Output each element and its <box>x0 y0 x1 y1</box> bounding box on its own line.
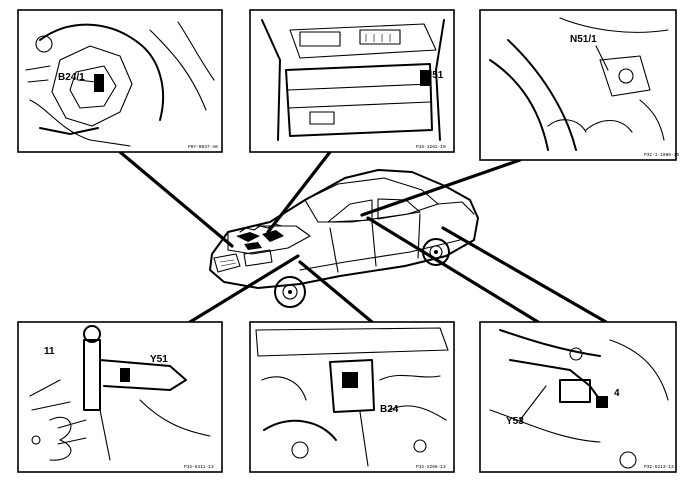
panel-bottom-right: Y53 4 P32-6213-13 <box>479 321 677 473</box>
panel-label: N51 <box>425 70 444 81</box>
panel-label-y51: Y51 <box>150 354 168 365</box>
panel-label-y53: Y53 <box>506 416 524 427</box>
panel-sketch <box>25 21 215 147</box>
panel-top-center: N51 P15-1262-10 <box>249 9 455 153</box>
panel-top-left: B24/1 P07-0037-40 <box>17 9 223 153</box>
car-illustration <box>209 169 479 308</box>
panel-code: P32-1-1060-16 <box>644 152 679 158</box>
panel-frame <box>249 321 455 473</box>
leader-bottom-left <box>188 254 300 324</box>
panel-sketch <box>29 325 211 461</box>
leader-bottom-center <box>298 260 374 324</box>
panel-sketch <box>489 329 669 469</box>
leader-lines <box>118 150 608 324</box>
panel-code: P15-1262-10 <box>416 144 446 150</box>
leader-bottom-right-1 <box>366 216 540 324</box>
panel-label: N51/1 <box>570 34 597 45</box>
panel-code: P32-2266-13 <box>416 464 446 470</box>
panel-sketch <box>255 327 449 467</box>
panel-code: P32-6411-13 <box>184 464 214 470</box>
panel-frame <box>479 321 677 473</box>
panel-label-11: 11 <box>44 346 55 357</box>
panel-label: B24/1 <box>58 72 85 83</box>
panel-bottom-left: 11 Y51 P32-6411-13 <box>17 321 223 473</box>
rear-wheel <box>422 238 450 266</box>
panel-label: B24 <box>380 404 399 415</box>
panel-code: P07-0037-40 <box>188 144 218 150</box>
panel-code: P32-6213-13 <box>644 464 674 470</box>
panel-bottom-center: B24 P32-2266-13 <box>249 321 455 473</box>
panel-label-4: 4 <box>614 388 620 399</box>
panel-top-right: N51/1 P32-1-1060-16 <box>479 9 679 161</box>
leader-top-center <box>266 150 332 234</box>
leader-top-left <box>118 150 234 248</box>
leader-top-right <box>360 158 522 217</box>
panel-sketch <box>261 19 445 141</box>
front-wheel <box>274 276 306 308</box>
panel-frame <box>479 9 677 161</box>
panel-frame <box>17 321 223 473</box>
panel-sketch <box>489 17 669 151</box>
leader-bottom-right-2 <box>441 226 608 324</box>
